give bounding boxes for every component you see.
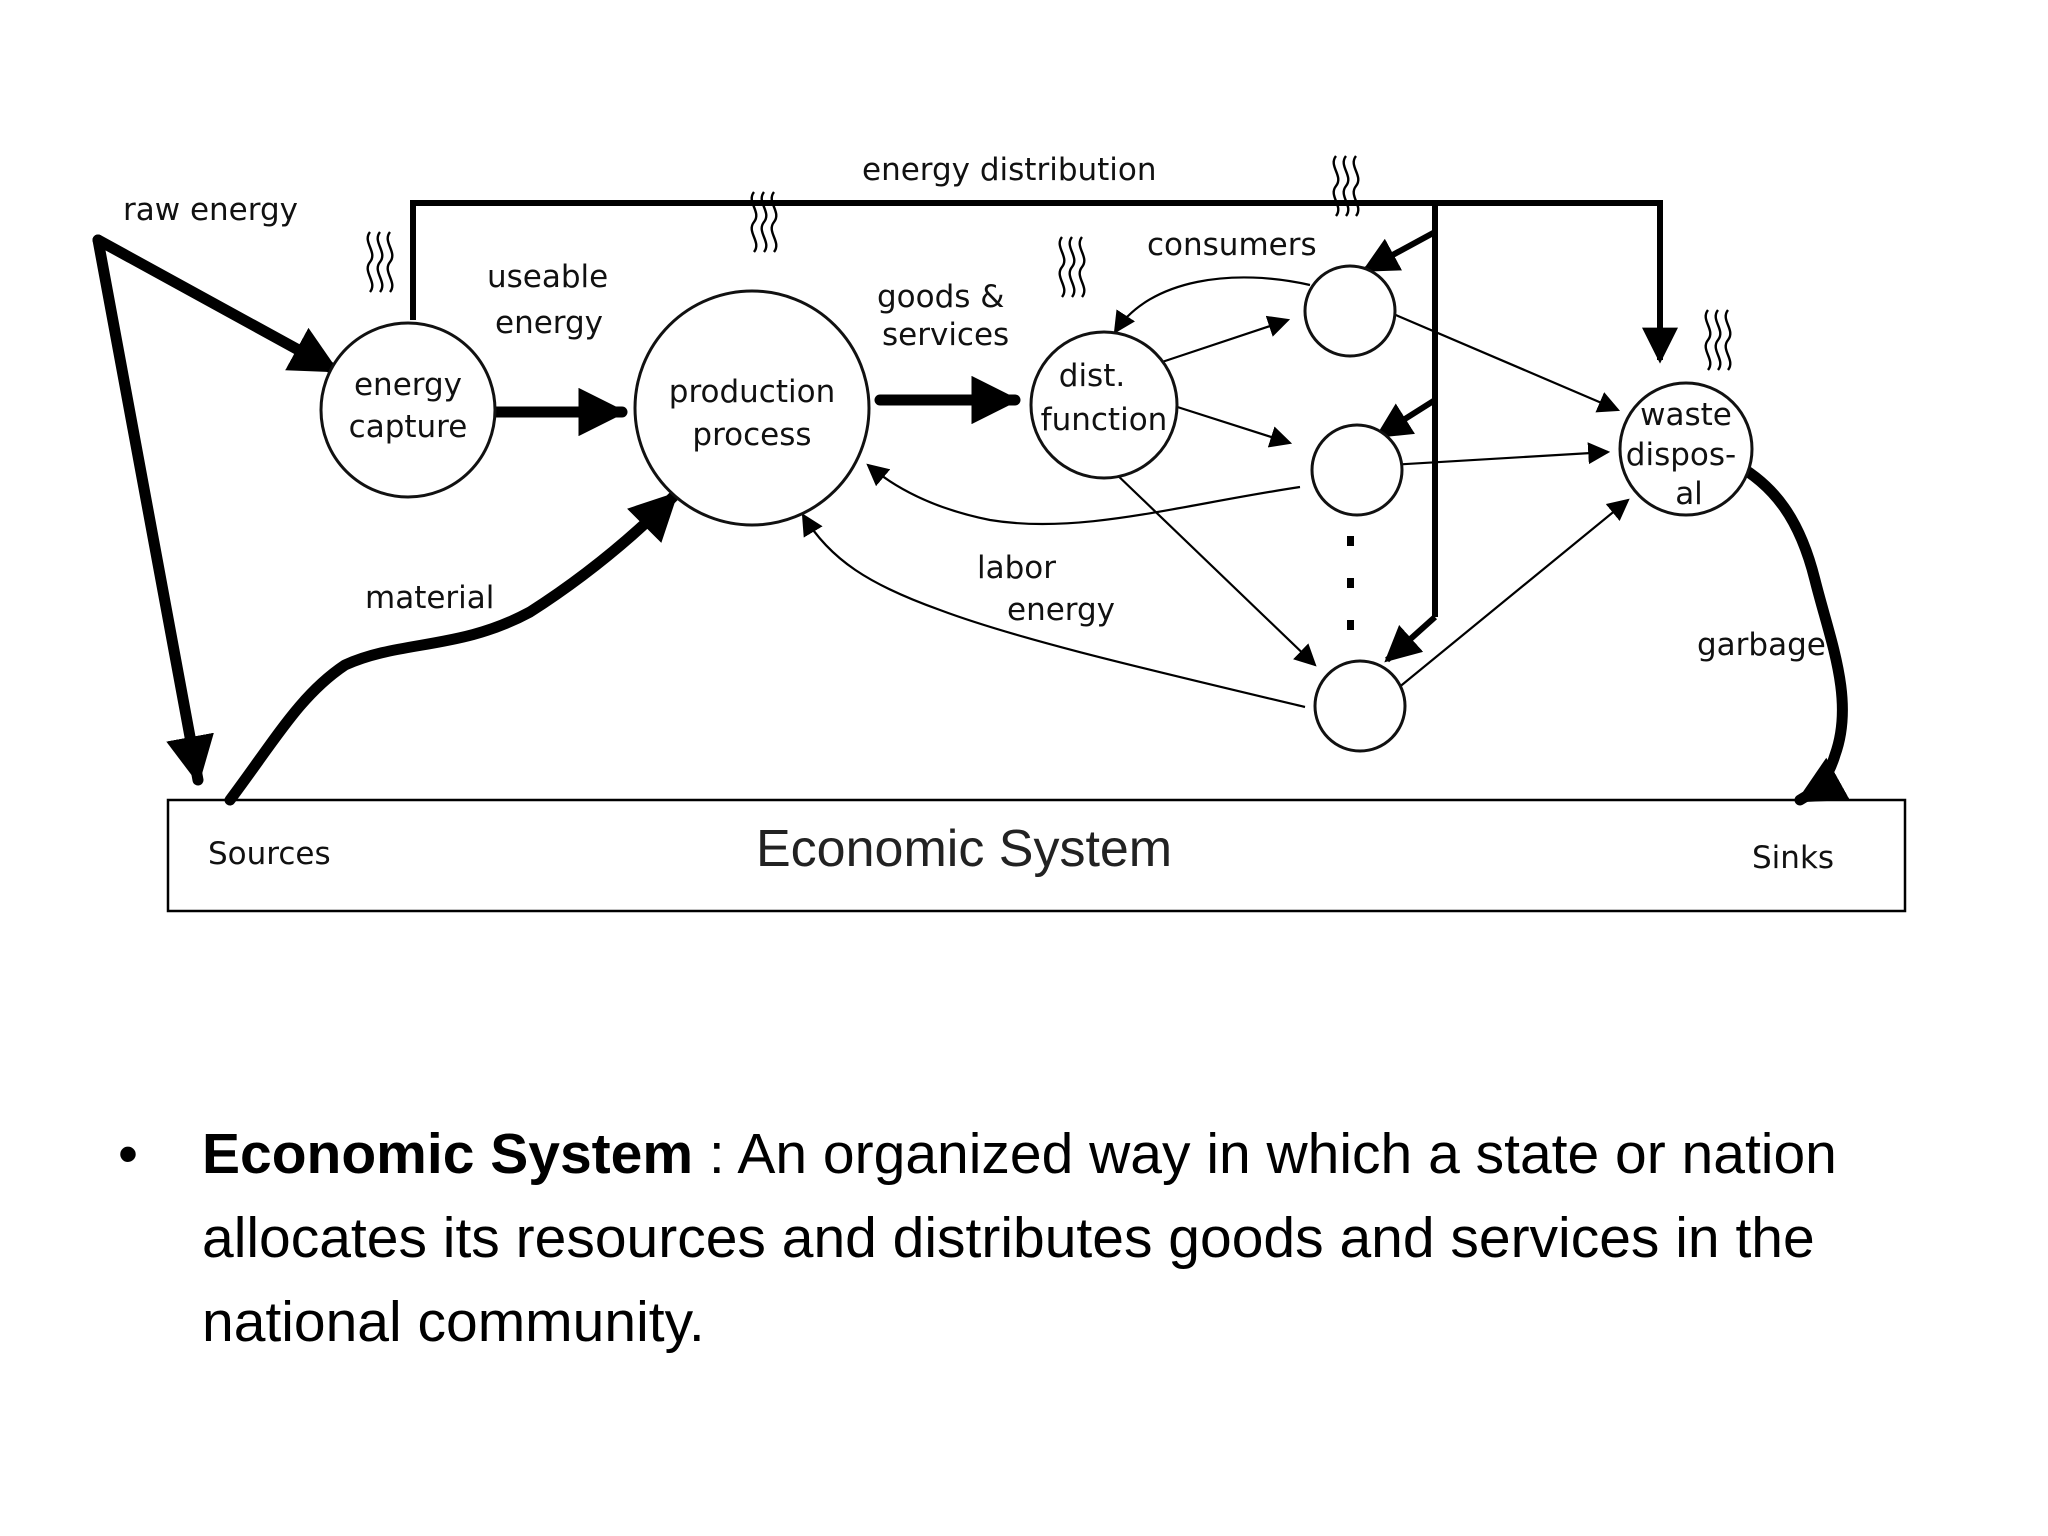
energy-capture-node: energy capture [319, 321, 497, 499]
useable-energy-label-1: useable [487, 259, 608, 295]
consumers-label: consumers [1147, 227, 1317, 263]
material-label: material [365, 580, 494, 616]
goods-services-label-1: goods & [877, 279, 1004, 315]
garbage-label: garbage [1697, 627, 1826, 663]
energy-distribution-label: energy distribution [862, 152, 1157, 188]
production-process-label-2: process [692, 417, 811, 453]
definition-term: Economic System [202, 1122, 694, 1186]
economic-system-box [166, 798, 1907, 913]
waste-flow-arrows [1383, 308, 1630, 694]
energy-capture-label-2: capture [349, 409, 468, 445]
labor-energy-label-2: energy [1007, 592, 1115, 628]
sinks-label: Sinks [1752, 840, 1834, 876]
bullet-symbol: • [118, 1122, 138, 1186]
labor-energy-flow: labor energy [801, 463, 1306, 709]
goods-services-label-2: services [882, 317, 1009, 353]
raw-energy-flow: raw energy [92, 192, 341, 786]
production-process-label-1: production [669, 374, 835, 410]
heat-loss-icons [366, 155, 1732, 371]
useable-energy-flow: useable energy [487, 259, 628, 437]
goods-services-flow: goods & services [874, 279, 1021, 425]
garbage-flow: garbage [1697, 456, 1850, 806]
production-process-node: production process [633, 289, 871, 527]
raw-energy-label: raw energy [123, 192, 298, 228]
consumer-node-1 [1303, 264, 1397, 358]
material-flow: material [224, 489, 681, 806]
useable-energy-label-2: energy [495, 305, 603, 341]
consumer-node-3 [1313, 659, 1407, 753]
labor-energy-label-1: labor [977, 550, 1056, 586]
dist-function-label-1: dist. [1059, 358, 1125, 394]
distribution-arrows: consumers [1111, 227, 1317, 667]
energy-distribution-bus: energy distribution [410, 152, 1678, 663]
definition-text: Economic System : An organized way in wh… [202, 1112, 1992, 1364]
sources-label: Sources [208, 836, 331, 872]
dist-function-label-2: function [1041, 402, 1168, 438]
consumer-node-2 [1310, 423, 1404, 517]
waste-disposal-label-2: dispos- [1626, 437, 1736, 473]
energy-capture-label-1: energy [354, 367, 462, 403]
waste-disposal-label-3: al [1675, 476, 1703, 512]
definition-body: : An organized way in which a state or n… [202, 1122, 1837, 1354]
waste-disposal-label-1: waste [1640, 397, 1732, 433]
consumer-ellipsis [1347, 536, 1354, 630]
economic-system-diagram: Sources Economic System Sinks raw energy… [92, 152, 1907, 913]
waste-disposal-node: waste dispos- al [1618, 381, 1754, 517]
dist-function-node: dist. function [1029, 330, 1179, 480]
economic-system-title: Economic System [756, 820, 1172, 878]
